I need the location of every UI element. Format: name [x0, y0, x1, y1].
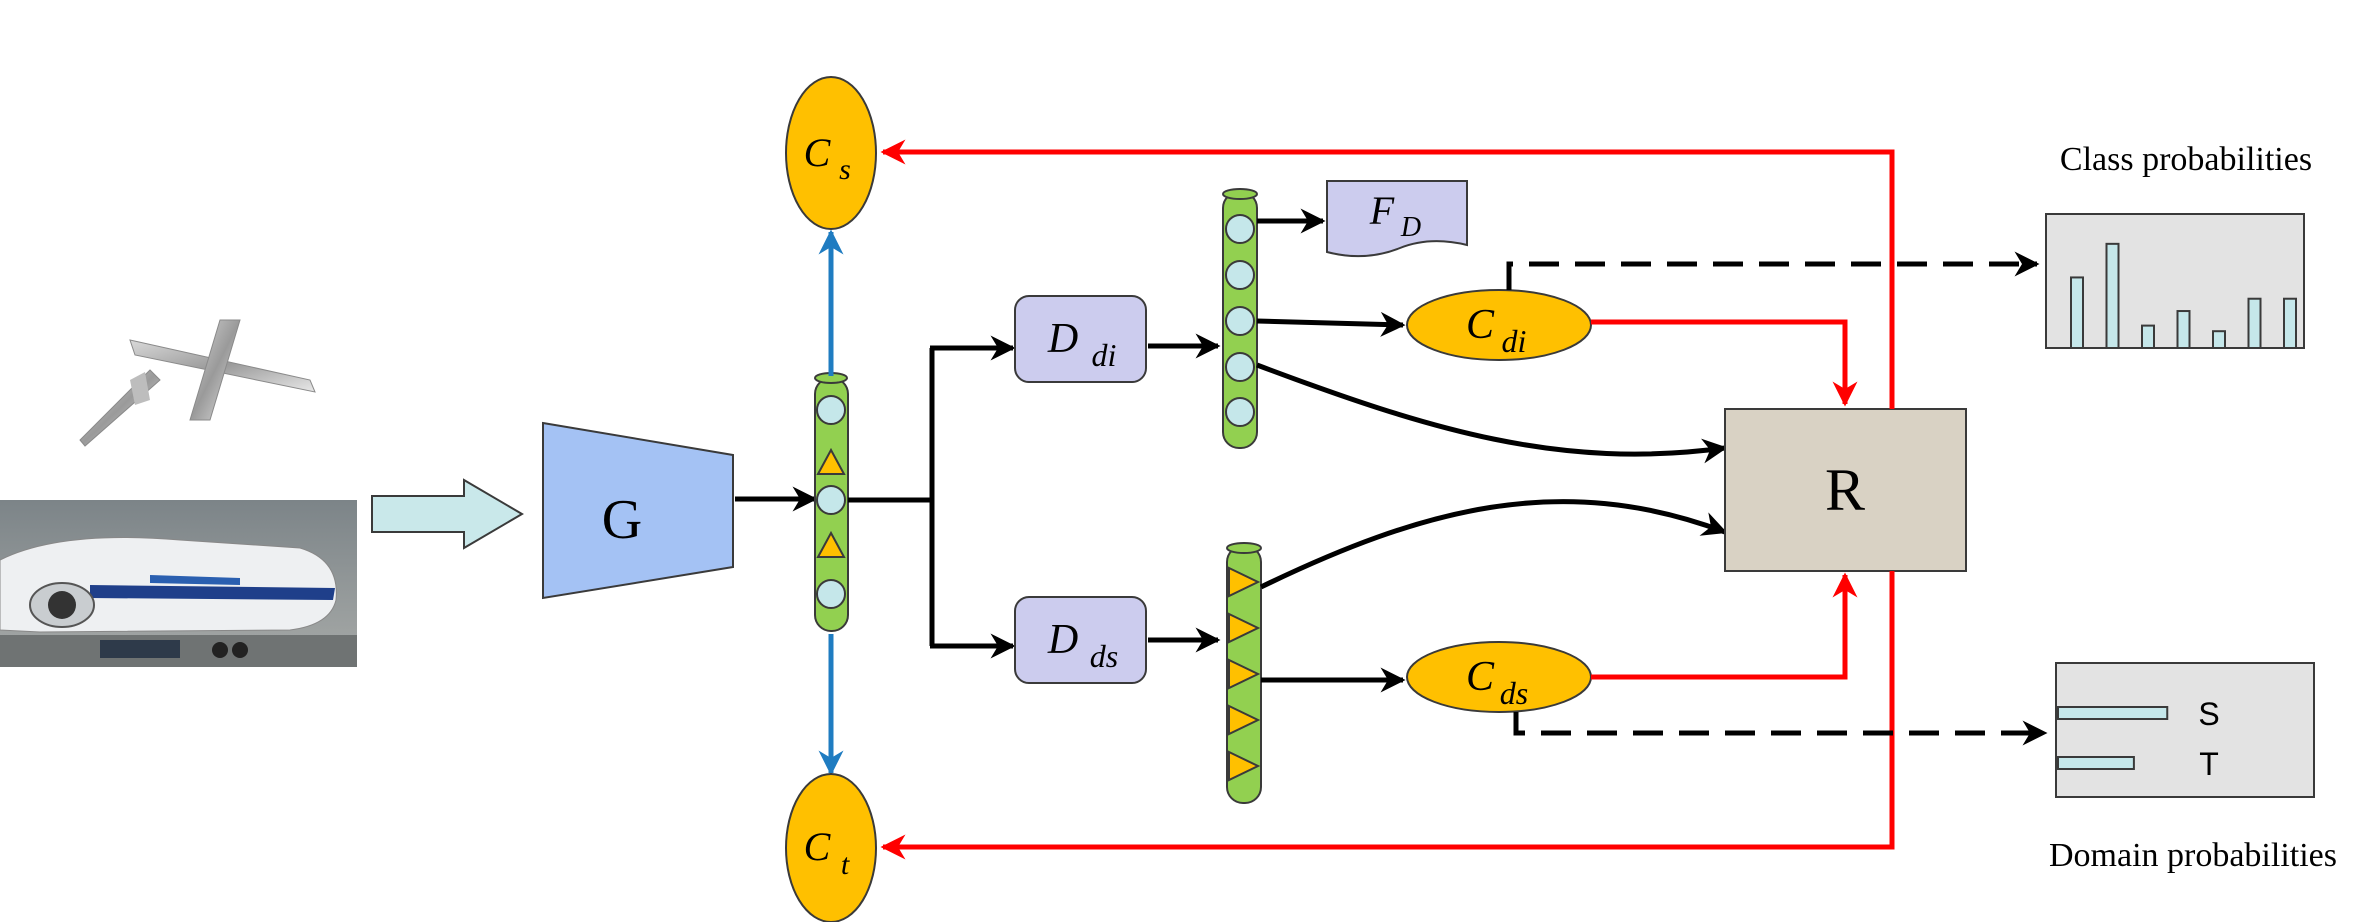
class-probability-bar	[2070, 276, 2084, 349]
domain-probabilities-panel: ST Domain probabilities	[2049, 662, 2337, 874]
generator-block: G	[542, 421, 734, 600]
feature-triangle	[816, 530, 846, 558]
input-arrow	[371, 478, 524, 550]
feature-node	[1225, 214, 1255, 244]
feature-triangle	[1228, 704, 1261, 736]
arrow-cds-to-domain-probabilities	[1513, 712, 2048, 746]
arrow-invariant-to-relation	[1256, 362, 1728, 464]
class-probabilities-panel: Class probabilities	[2045, 141, 2312, 350]
domain-probability-label: S	[2198, 696, 2219, 732]
svg-text:C: C	[804, 130, 832, 175]
arrow-specific-to-relation	[1259, 499, 1728, 590]
target-classifier-subscript: t	[841, 848, 850, 881]
class-probability-bar	[2247, 297, 2262, 349]
feature-triangle	[1228, 566, 1261, 598]
feature-triangle	[1228, 658, 1261, 690]
feature-triangle	[1228, 750, 1261, 782]
feature-node	[816, 395, 846, 425]
relation-label: R	[1825, 457, 1865, 523]
target-classifier-label: C	[804, 824, 832, 869]
domain-probability-bar	[2057, 706, 2169, 720]
arrow-cds-to-relation	[1591, 572, 1858, 680]
domain-specific-classifier: C ds	[1406, 641, 1592, 713]
domain-specific-disentangler: D ds	[1014, 596, 1147, 684]
feature-triangle	[816, 447, 846, 475]
input-image-real-plane	[0, 500, 357, 667]
classifier-di-subscript: di	[1502, 323, 1527, 359]
domain-invariant-classifier: C di	[1406, 289, 1592, 361]
domain-probabilities-title: Domain probabilities	[2049, 837, 2337, 874]
feature-decoder-box: F D	[1326, 180, 1468, 258]
input-image-synthetic-plane	[0, 293, 357, 498]
class-probability-bar	[2283, 297, 2297, 349]
feature-node	[1225, 306, 1255, 336]
feature-node	[1225, 352, 1255, 382]
domain-probability-label: T	[2199, 746, 2219, 782]
source-classifier-label: C	[804, 130, 832, 175]
disentangler-ds-subscript: ds	[1090, 638, 1118, 674]
classifier-ds-subscript: ds	[1500, 675, 1528, 711]
class-probability-bar	[2141, 324, 2155, 350]
class-probability-bar	[2212, 330, 2226, 350]
domain-probability-bar	[2057, 756, 2135, 770]
domain-invariant-disentangler: D di	[1014, 295, 1147, 383]
feature-triangle	[1228, 612, 1261, 644]
arrow-relation-to-cs	[880, 139, 1895, 409]
domain-probability-bars: ST	[2057, 696, 2220, 782]
classifier-di-label: C	[1466, 302, 1495, 348]
class-probabilities-title: Class probabilities	[2060, 141, 2312, 178]
classifier-ds-label: C	[1466, 654, 1495, 700]
arrow-cdi-to-relation	[1591, 319, 1858, 407]
disentangler-di-label: D	[1047, 316, 1078, 362]
arrow-cdi-to-class-probabilities	[1506, 251, 2040, 290]
feature-node	[816, 485, 846, 515]
domain-specific-feature-column	[1226, 542, 1262, 804]
class-probability-bar	[2176, 310, 2191, 350]
source-classifier-subscript: s	[839, 153, 851, 186]
feature-box-subscript: D	[1400, 212, 1421, 243]
target-classifier: C t	[785, 773, 877, 922]
shared-feature-column	[814, 372, 849, 632]
feature-node	[816, 579, 846, 609]
domain-invariant-feature-column	[1222, 188, 1258, 449]
relation-module: R	[1724, 408, 1967, 572]
source-classifier: C s	[785, 76, 877, 230]
class-probability-bars	[2070, 242, 2297, 350]
arrow-relation-to-ct	[880, 571, 1895, 860]
disentangler-ds-label: D	[1047, 617, 1078, 663]
feature-node	[1225, 260, 1255, 290]
class-probability-bar	[2105, 242, 2120, 349]
feature-node	[1225, 397, 1255, 427]
disentangler-di-subscript: di	[1092, 337, 1117, 373]
arrow-column-to-cdi	[1256, 311, 1406, 337]
generator-label: G	[602, 489, 642, 551]
feature-box-label: F	[1369, 188, 1395, 233]
split-connector	[848, 335, 1016, 659]
